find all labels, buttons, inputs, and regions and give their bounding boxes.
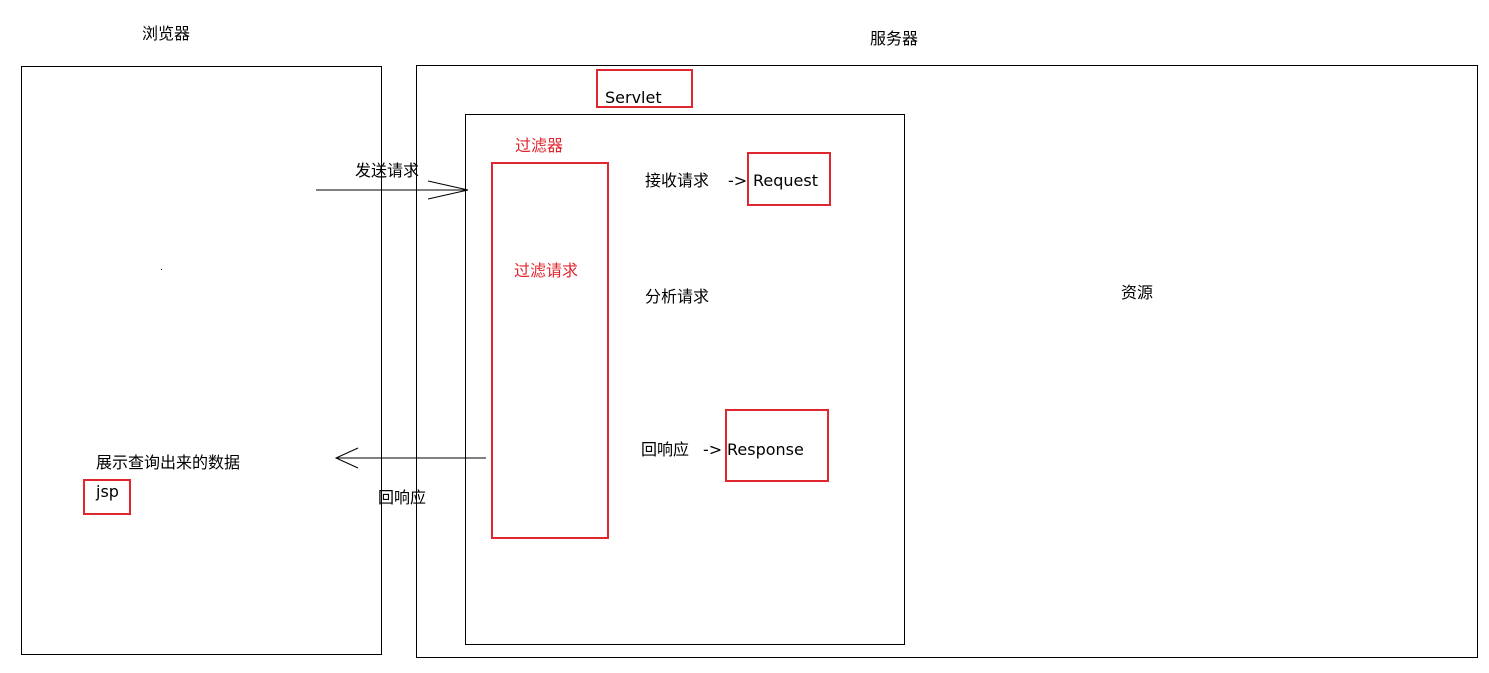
servlet-box xyxy=(465,114,905,645)
browser-box xyxy=(21,66,382,655)
resource-label: 资源 xyxy=(1121,283,1154,302)
return-response-arrow xyxy=(334,447,486,469)
filter-title: 过滤器 xyxy=(515,136,564,155)
analyze-label: 分析请求 xyxy=(645,287,710,306)
browser-title: 浏览器 xyxy=(142,24,191,43)
browser-display-text: 展示查询出来的数据 xyxy=(96,453,241,472)
response-label: Response xyxy=(727,440,804,459)
server-box xyxy=(416,65,1478,658)
filter-box xyxy=(491,162,609,539)
jsp-box xyxy=(83,479,131,515)
request-box xyxy=(747,152,831,206)
server-title: 服务器 xyxy=(870,29,919,48)
browser-dot xyxy=(161,269,162,270)
servlet-label-box xyxy=(596,69,693,108)
filter-text: 过滤请求 xyxy=(514,261,579,280)
respond-label: 回响应 xyxy=(641,440,690,459)
send-request-arrow xyxy=(316,180,469,200)
receive-label: 接收请求 xyxy=(645,171,710,190)
jsp-label: jsp xyxy=(96,482,119,501)
return-response-label: 回响应 xyxy=(378,488,427,507)
servlet-label: Servlet xyxy=(605,88,662,107)
send-request-label: 发送请求 xyxy=(355,161,420,180)
respond-arrow-text: -> xyxy=(703,440,723,459)
response-box xyxy=(725,409,829,482)
request-label: Request xyxy=(753,171,818,190)
receive-arrow-text: -> xyxy=(728,171,748,190)
